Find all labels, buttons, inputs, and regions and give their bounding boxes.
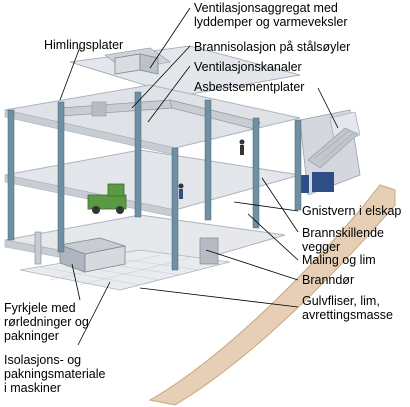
label-gulvfliser: Gulvfliser, lim, avrettingsmasse [302, 294, 393, 322]
annex [299, 109, 361, 196]
label-isolasjon-line2: pakningsmateriale [4, 367, 106, 381]
vehicle [87, 183, 127, 214]
label-maling: Maling og lim [302, 253, 376, 267]
label-gnistvern: Gnistvern i elskap [302, 204, 402, 218]
label-himlingsplater: Himlingsplater [44, 38, 124, 52]
label-ventilasjonsaggregat: Ventilasjonsaggregat med lyddemper og va… [194, 1, 348, 29]
annex-window [300, 175, 309, 193]
label-fyrkjele: Fyrkjele med rørledninger og pakninger [4, 301, 89, 343]
ventilation-unit [114, 53, 159, 75]
leader-lines [59, 7, 339, 346]
label-brannisolasjon: Brannisolasjon på stålsøyler [194, 40, 351, 54]
annex-window [312, 172, 334, 192]
label-brannskillende-line1: Brannskillende [302, 226, 384, 240]
label-ventilasjonsaggregat-line2: lyddemper og varmeveksler [194, 15, 348, 29]
label-fyrkjele-line1: Fyrkjele med [4, 301, 76, 315]
label-fyrkjele-line3: pakninger [4, 329, 59, 343]
label-brannskillende: Brannskillende vegger [302, 226, 384, 254]
label-asbestsementplater: Asbestsementplater [194, 80, 305, 94]
label-isolasjon-line1: Isolasjons- og [4, 353, 82, 367]
roof [69, 45, 301, 97]
person [239, 139, 245, 155]
boiler [34, 231, 127, 273]
label-fyrkjele-line2: rørledninger og [4, 315, 89, 329]
label-gulvfliser-line2: avrettingsmasse [302, 308, 394, 322]
person [178, 183, 184, 199]
columns [7, 91, 302, 271]
label-isolasjon: Isolasjons- og pakningsmateriale i maski… [4, 353, 105, 395]
label-gulvfliser-line1: Gulvfliser, lim, [302, 294, 380, 308]
label-isolasjon-line3: i maskiner [4, 381, 61, 395]
label-ventilasjonsaggregat-line1: Ventilasjonsaggregat med [194, 1, 338, 15]
annex-stair [307, 127, 359, 169]
label-brannskillende-line2: vegger [302, 240, 341, 254]
label-branndor: Branndør [302, 273, 355, 287]
label-ventilasjonskanaler: Ventilasjonskanaler [194, 60, 302, 74]
terrain [148, 184, 396, 406]
